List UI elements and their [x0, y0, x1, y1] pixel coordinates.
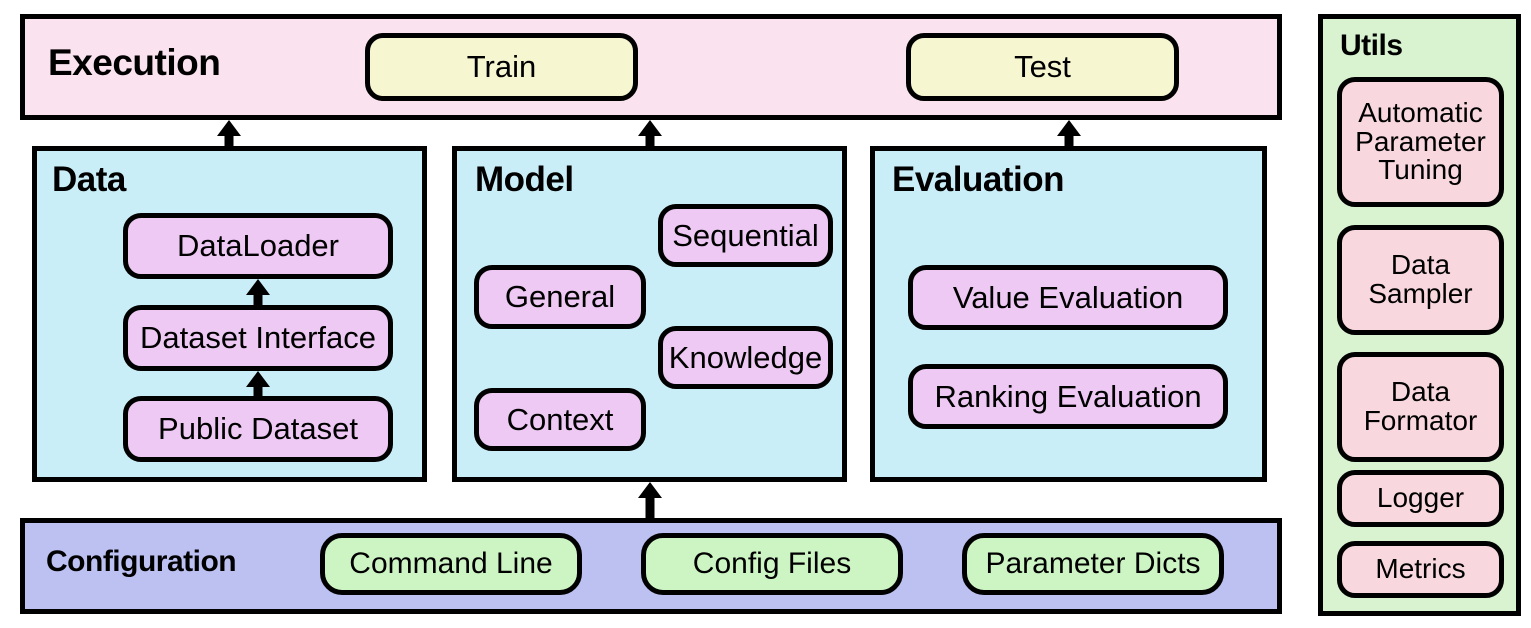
utils-item-logger[interactable]: Logger	[1337, 470, 1504, 527]
execution-panel-title: Execution	[48, 42, 221, 83]
arrow-shaft	[224, 134, 234, 147]
utils-item-metrics[interactable]: Metrics	[1337, 541, 1504, 598]
configuration-item-command-line[interactable]: Command Line	[320, 533, 582, 595]
arrow-evaluation-to-execution	[1057, 120, 1081, 147]
data-item-dataset-interface[interactable]: Dataset Interface	[123, 305, 393, 371]
data-item-public-dataset[interactable]: Public Dataset	[123, 396, 393, 462]
arrow-data-to-execution	[217, 120, 241, 147]
model-panel-title: Model	[475, 160, 574, 199]
evaluation-item-value-evaluation[interactable]: Value Evaluation	[908, 265, 1228, 330]
arrow-shaft	[1064, 134, 1074, 147]
configuration-item-parameter-dicts[interactable]: Parameter Dicts	[962, 533, 1224, 595]
arrowhead-up	[246, 371, 270, 387]
arrow-dataset-interface-to-dataloader	[246, 279, 270, 306]
arrow-model-to-execution	[638, 120, 662, 147]
arrow-shaft	[645, 496, 655, 519]
execution-item-test[interactable]: Test	[906, 33, 1179, 101]
arrow-configuration-to-model	[638, 482, 662, 519]
utils-item-automatic-parameter-tuning[interactable]: Automatic Parameter Tuning	[1337, 77, 1504, 207]
arrowhead-up	[246, 279, 270, 295]
evaluation-item-ranking-evaluation[interactable]: Ranking Evaluation	[908, 364, 1228, 429]
evaluation-panel-title: Evaluation	[892, 160, 1064, 199]
arrowhead-up	[1057, 120, 1081, 136]
utils-item-data-formator[interactable]: Data Formator	[1337, 352, 1504, 462]
arrowhead-up	[638, 482, 662, 498]
arrow-shaft	[253, 385, 263, 397]
model-item-knowledge[interactable]: Knowledge	[658, 326, 833, 389]
configuration-panel-title: Configuration	[46, 545, 237, 578]
model-item-sequential[interactable]: Sequential	[658, 204, 833, 267]
execution-item-train[interactable]: Train	[365, 33, 638, 101]
data-item-dataloader[interactable]: DataLoader	[123, 213, 393, 279]
data-panel-title: Data	[52, 160, 126, 199]
arrow-shaft	[253, 293, 263, 306]
arrow-shaft	[645, 134, 655, 147]
arrowhead-up	[217, 120, 241, 136]
arrow-public-dataset-to-dataset-interface	[246, 371, 270, 397]
utils-item-data-sampler[interactable]: Data Sampler	[1337, 225, 1504, 335]
model-item-context[interactable]: Context	[474, 388, 646, 451]
arrowhead-up	[638, 120, 662, 136]
utils-panel-title: Utils	[1340, 29, 1403, 62]
model-item-general[interactable]: General	[474, 265, 646, 329]
configuration-item-config-files[interactable]: Config Files	[641, 533, 903, 595]
